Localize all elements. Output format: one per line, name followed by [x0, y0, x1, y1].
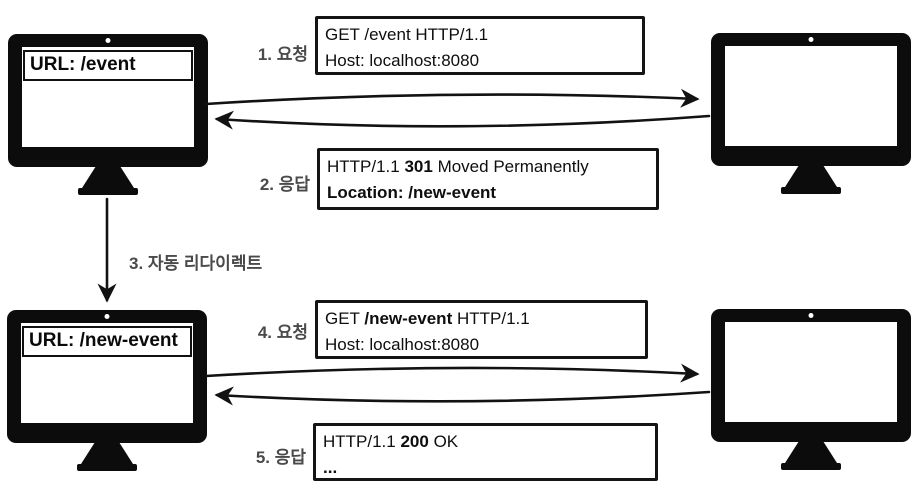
text-segment: HTTP/1.1 [323, 432, 401, 451]
url-text: URL: /new-event [29, 330, 178, 351]
http-response-box-2: HTTP/1.1 301 Moved Permanently Location:… [317, 148, 659, 210]
camera-dot-icon [808, 313, 814, 318]
camera-dot-icon [105, 38, 111, 43]
text-segment-bold: ... [323, 458, 338, 477]
url-bar: URL: /event [23, 50, 193, 81]
text-segment: Moved Permanently [432, 157, 589, 176]
http-request-box-1: GET /event HTTP/1.1 Host: localhost:8080 [315, 16, 645, 75]
step-2-label: 2. 응답 [259, 175, 310, 194]
text-segment: HTTP/1.1 [452, 309, 530, 328]
response-arrow-top [214, 110, 711, 130]
monitor-screen [725, 322, 897, 422]
top-server-monitor [711, 33, 911, 195]
monitor-stand [785, 165, 837, 187]
response-arrow-bottom [214, 386, 711, 406]
http-request-box-4: GET /new-event HTTP/1.1 Host: localhost:… [315, 300, 648, 359]
step-4-label: 4. 요청 [257, 323, 308, 342]
text-segment-bold: /new-event [364, 309, 453, 328]
monitor-bezel: URL: /event [8, 34, 208, 167]
http-body-ellipsis-line: ... [323, 455, 648, 481]
monitor-screen: URL: /event [22, 47, 194, 147]
text-segment: GET [325, 309, 365, 328]
bottom-server-monitor [711, 309, 911, 471]
http-status-line: HTTP/1.1 200 OK [323, 429, 648, 455]
text-segment-bold: 301 [404, 157, 433, 176]
monitor-stand [785, 441, 837, 463]
bottom-client-monitor: URL: /new-event [7, 310, 207, 472]
http-request-line: GET /event HTTP/1.1 [325, 22, 635, 48]
camera-dot-icon [808, 37, 814, 42]
http-response-box-5: HTTP/1.1 200 OK ... [313, 423, 658, 481]
text-segment: Host: localhost:8080 [325, 335, 480, 354]
url-text: URL: /event [30, 54, 136, 75]
text-segment: OK [428, 432, 459, 451]
text-segment: GET /event HTTP/1.1 [325, 25, 489, 44]
http-host-line: Host: localhost:8080 [325, 332, 638, 358]
monitor-screen: URL: /new-event [21, 323, 193, 423]
text-segment-bold: Location: /new-event [327, 183, 497, 202]
text-segment: HTTP/1.1 [327, 157, 405, 176]
monitor-stand [82, 166, 134, 188]
http-host-line: Host: localhost:8080 [325, 48, 635, 74]
text-segment-bold: 200 [400, 432, 429, 451]
request-arrow-top [204, 88, 700, 108]
url-bar: URL: /new-event [22, 326, 192, 357]
http-location-line: Location: /new-event [327, 180, 649, 206]
step-1-label: 1. 요청 [257, 45, 308, 64]
monitor-screen [725, 46, 897, 146]
top-client-monitor: URL: /event [8, 34, 208, 196]
step-3-redirect-label: 3. 자동 리다이렉트 [129, 254, 263, 273]
camera-dot-icon [104, 314, 110, 319]
monitor-base [77, 464, 137, 471]
monitor-stand [81, 442, 133, 464]
http-request-line: GET /new-event HTTP/1.1 [325, 306, 638, 332]
text-segment: Host: localhost:8080 [325, 51, 480, 70]
monitor-bezel [711, 33, 911, 166]
monitor-bezel: URL: /new-event [7, 310, 207, 443]
request-arrow-bottom [204, 363, 700, 383]
monitor-base [781, 463, 841, 470]
step-5-label: 5. 응답 [255, 448, 306, 467]
monitor-base [781, 187, 841, 194]
monitor-bezel [711, 309, 911, 442]
http-status-line: HTTP/1.1 301 Moved Permanently [327, 154, 649, 180]
monitor-base [78, 188, 138, 195]
